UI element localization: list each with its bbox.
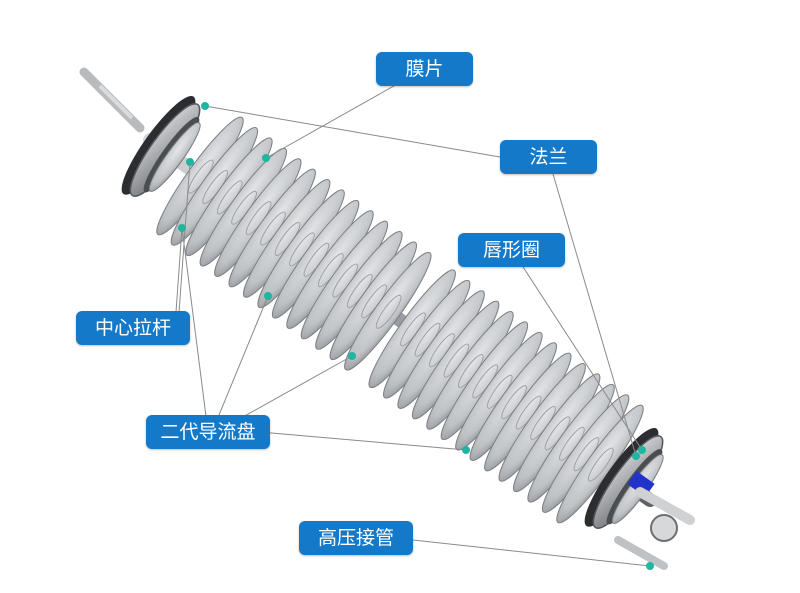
callout-center-rod: 中心拉杆: [76, 311, 190, 345]
outlet-bolt: [635, 487, 695, 525]
leader-line: [259, 431, 467, 451]
marker-dot: [178, 224, 186, 232]
callout-lip-ring: 唇形圈: [458, 233, 565, 267]
marker-dots: [178, 102, 654, 570]
leader-line: [204, 105, 501, 158]
hp-connector-pipe: [614, 536, 668, 570]
leader-line: [412, 539, 651, 567]
marker-dot: [632, 452, 640, 460]
disc-face: [344, 251, 432, 371]
disc-hub: [375, 294, 402, 329]
marker-dot: [262, 154, 270, 162]
callout-hp-connector: 高压接管: [299, 521, 413, 555]
callout-flow-disc: 二代导流盘: [146, 415, 270, 449]
membrane-disc: [344, 251, 432, 371]
callout-flange: 法兰: [500, 140, 597, 174]
leader-line: [181, 227, 209, 433]
upper-flange: [121, 95, 201, 197]
upper-flange-disc: [148, 122, 201, 192]
assembly: [79, 67, 695, 570]
callout-membrane: 膜片: [376, 52, 473, 86]
accent-block: [627, 471, 655, 497]
marker-dot: [348, 352, 356, 360]
disc-hub: [587, 447, 614, 482]
leader-lines: [174, 68, 651, 567]
marker-dot: [264, 292, 272, 300]
leader-line: [547, 156, 637, 457]
leader-line: [174, 227, 183, 327]
marker-dot: [201, 102, 209, 110]
leader-line: [511, 249, 643, 451]
marker-dot: [186, 158, 194, 166]
leader-line: [211, 295, 269, 433]
marker-dot: [638, 446, 646, 454]
inlet-tube-highlight: [98, 84, 134, 120]
marker-dot: [646, 562, 654, 570]
hex-nut: [650, 514, 678, 542]
marker-dot: [462, 446, 470, 454]
